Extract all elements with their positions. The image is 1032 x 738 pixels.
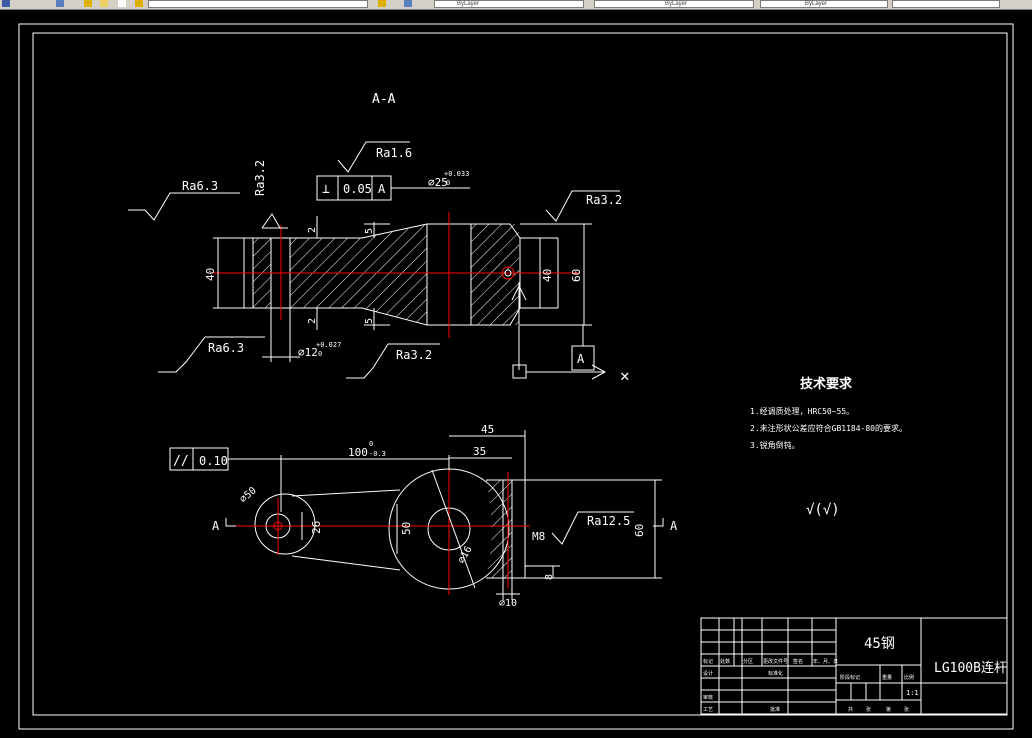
tolerance-datum: A [378, 182, 386, 196]
parallel-value: 0.10 [199, 454, 228, 468]
dim-label: 60 [570, 269, 583, 282]
svg-text:重量: 重量 [882, 674, 892, 681]
svg-text:标记: 标记 [703, 658, 713, 665]
rest-roughness: √(√) [806, 502, 840, 518]
lineweight-dropdown[interactable]: ByLayer [760, 0, 888, 8]
svg-text:张: 张 [866, 706, 871, 713]
center-tol-upper: 0 [369, 440, 373, 448]
plotstyle-dropdown[interactable] [892, 0, 1000, 8]
section-mark-left: A [212, 519, 220, 533]
bore-tol-upper: +0.033 [444, 170, 469, 178]
dim-label: 2 [307, 227, 318, 233]
roughness-label: Ra3.2 [396, 348, 432, 362]
save-icon[interactable] [2, 0, 10, 7]
note-item: 3.锐角倒钝。 [750, 440, 800, 450]
svg-text:第: 第 [886, 706, 891, 713]
small-bore-dim: 26 [310, 521, 323, 534]
small-boss-dim: ⌀50 [238, 485, 259, 505]
layer-icon[interactable] [56, 0, 64, 7]
pin-tol-lower: 0 [318, 350, 322, 358]
color-dropdown[interactable]: ByLayer [434, 0, 584, 8]
layer-color-icon[interactable] [118, 0, 126, 7]
lightbulb-icon[interactable] [84, 0, 92, 7]
roughness-label: Ra6.3 [182, 179, 218, 193]
svg-text:处数: 处数 [720, 658, 730, 665]
bore-tol-lower: 0 [446, 179, 450, 187]
pin-dim: ⌀12 [298, 346, 318, 359]
title-block: 45钢 LG100B连杆 1:1 标记 处数 分区 更改文件号 签名 年、月、日… [700, 617, 1008, 715]
dim-label: 5 [364, 228, 375, 234]
section-mark-right: A [670, 519, 678, 533]
svg-text:批准: 批准 [770, 706, 780, 713]
bore-dim: ⌀25 [428, 176, 448, 189]
inner-border [32, 32, 1008, 716]
svg-text:比例: 比例 [904, 674, 914, 681]
roughness-label: Ra6.3 [208, 341, 244, 355]
svg-text:张: 张 [904, 706, 909, 713]
part-name: LG100B连杆 [934, 660, 1007, 676]
svg-text:标准化: 标准化 [768, 670, 783, 677]
dim-label: 40 [204, 268, 217, 281]
technical-notes: 技术要求 1.经调质处理，HRC50~55。 2.未注形状公差应符合GB1184… [750, 376, 907, 518]
note-item: 2.未注形状公差应符合GB1184-80的要求。 [750, 423, 907, 433]
scale-value: 1:1 [906, 689, 919, 697]
section-view: A-A Ra6.3 Ra3.2 Ra1.6 Ra3.2 Ra6.3 Ra3 [128, 92, 630, 385]
notes-title: 技术要求 [800, 376, 853, 392]
outer-border [18, 23, 1014, 730]
parallel-symbol: // [173, 454, 189, 469]
dim-label: 2 [307, 318, 318, 324]
sun-icon[interactable] [100, 0, 108, 7]
layer-previous-icon[interactable] [404, 0, 412, 7]
svg-text:共: 共 [848, 706, 853, 713]
svg-text:阶段标记: 阶段标记 [840, 674, 860, 681]
svg-text:工艺: 工艺 [703, 707, 713, 713]
material-label: 45钢 [864, 636, 895, 652]
svg-text:更改文件号: 更改文件号 [763, 658, 788, 665]
drawing-canvas[interactable]: A-A Ra6.3 Ra3.2 Ra1.6 Ra3.2 Ra6.3 Ra3 [0, 10, 1032, 738]
note-item: 1.经调质处理，HRC50~55。 [750, 406, 854, 416]
svg-text:设计: 设计 [703, 670, 713, 677]
dim-label: 5 [364, 318, 375, 324]
layer-dropdown[interactable] [148, 0, 368, 8]
tolerance-value: 0.05 [343, 182, 372, 196]
roughness-label: Ra3.2 [586, 193, 622, 207]
tolerance-symbol: ⊥ [322, 182, 330, 197]
center-tol-lower: -0.3 [369, 450, 386, 458]
svg-text:签名: 签名 [793, 658, 803, 665]
hub-offset-dim: 35 [473, 445, 486, 458]
dim-label: 40 [541, 269, 554, 282]
center-distance-dim: 100 [348, 446, 368, 459]
overall-height-dim: 60 [633, 524, 646, 537]
hub-width-dim: 45 [481, 423, 494, 436]
datum-label: A [577, 352, 585, 366]
lock-icon[interactable] [135, 0, 143, 7]
large-boss-dim: 50 [400, 522, 413, 535]
svg-text:✕: ✕ [620, 366, 630, 385]
roughness-label: Ra3.2 [253, 160, 267, 196]
match-properties-icon[interactable] [378, 0, 386, 7]
svg-text:审核: 审核 [703, 694, 713, 701]
slot-width-dim: ⌀10 [499, 598, 517, 609]
svg-text:年、月、日: 年、月、日 [813, 658, 838, 665]
svg-text:分区: 分区 [743, 658, 753, 665]
thread-depth-dim: 8 [544, 574, 555, 580]
roughness-label: Ra1.6 [376, 146, 412, 160]
linetype-dropdown[interactable]: ByLayer [594, 0, 754, 8]
plan-roughness: Ra12.5 [587, 514, 630, 528]
thread-dim: M8 [532, 530, 545, 543]
cad-toolbar: ByLayer ByLayer ByLayer [0, 0, 1032, 10]
section-label: A-A [372, 92, 396, 107]
pin-tol-upper: +0.027 [316, 341, 341, 349]
plan-view: // 0.10 100 0 -0.3 45 35 ⌀50 26 [169, 423, 678, 609]
